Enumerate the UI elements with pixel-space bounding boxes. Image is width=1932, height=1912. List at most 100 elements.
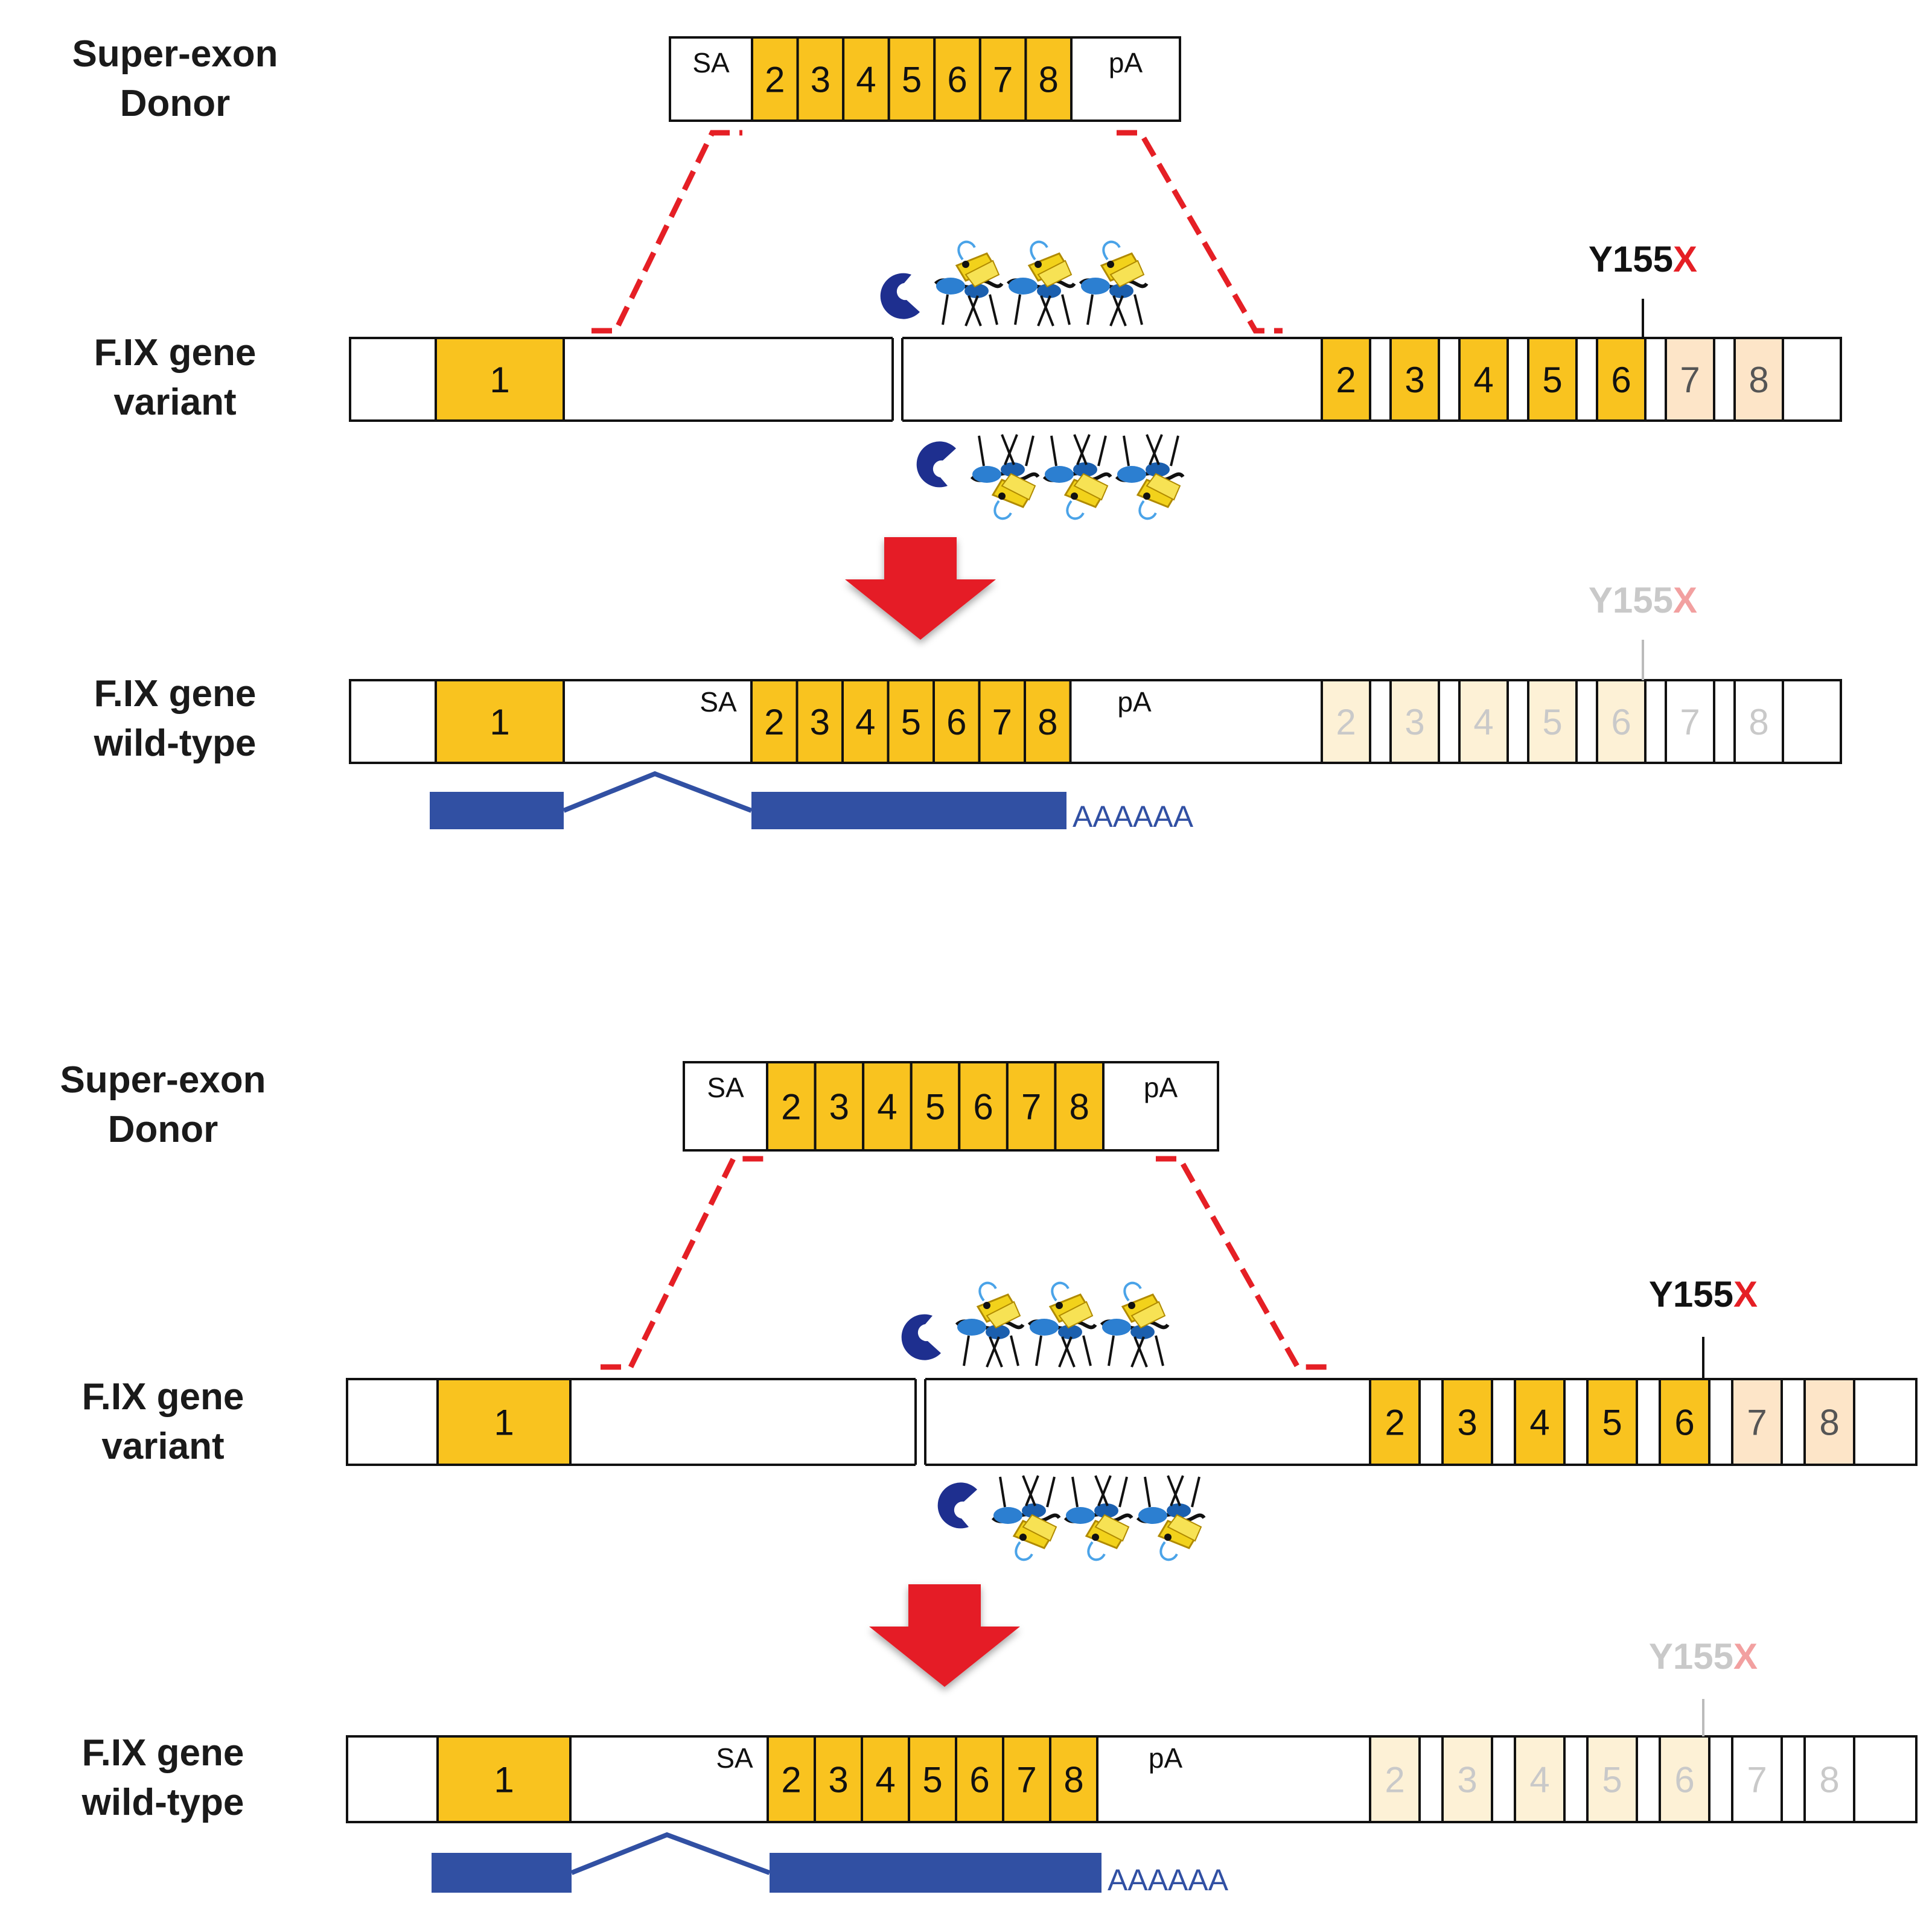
- inserted-exon-4-label: 4: [855, 702, 875, 742]
- inserted-exon-6-label: 6: [969, 1760, 989, 1800]
- inserted-exon-8: [1024, 679, 1072, 764]
- repeat-helix: [1117, 466, 1146, 483]
- repeat-leg: [1001, 434, 1015, 465]
- variant-exon-7-label: 7: [1680, 360, 1700, 400]
- nuclease-top: [880, 240, 1149, 327]
- repeat-helix: [1022, 1503, 1046, 1518]
- dsb-gap: [893, 334, 902, 424]
- repeat-leg: [1170, 435, 1179, 467]
- donor-exon-5-label: 5: [925, 1087, 945, 1127]
- repeat-loop: [1123, 1281, 1142, 1302]
- donor-exon-2: [766, 1061, 817, 1152]
- repeat-loop: [993, 500, 1012, 520]
- repeat-leg: [1061, 294, 1071, 325]
- faded-mutation-suffix: X: [1673, 580, 1697, 620]
- repeat-dot: [1035, 261, 1042, 268]
- repeat-leg: [1144, 1476, 1151, 1508]
- transcript-intron: [570, 1832, 771, 1875]
- donor-pa-label: pA: [1109, 47, 1143, 78]
- inserted-exon-6: [955, 1735, 1004, 1823]
- wildtype-faded-exon-5-label: 5: [1602, 1760, 1622, 1800]
- donor-exon-3-label: 3: [829, 1087, 849, 1127]
- repeat-leg: [1133, 294, 1143, 325]
- wildtype-faded-exon-8-label: 8: [1819, 1760, 1839, 1800]
- repeat-dot: [998, 492, 1006, 500]
- inserted-exon-7: [1002, 1735, 1051, 1823]
- wildtype-faded-exon-7-label: 7: [1680, 702, 1700, 742]
- repeat-leg: [1071, 1476, 1079, 1508]
- wildtype-faded-exon-4-label: 4: [1473, 702, 1493, 742]
- repeat-leg: [1097, 1475, 1112, 1506]
- donor-exon-5: [910, 1061, 961, 1152]
- inserted-exon-8-label: 8: [1063, 1760, 1083, 1800]
- wildtype-faded-exon-2-label: 2: [1385, 1760, 1404, 1800]
- repeat-leg: [1037, 295, 1051, 327]
- repeat-helix: [986, 1325, 1010, 1339]
- repeat-leg: [1167, 1475, 1181, 1506]
- repeat-helix: [1037, 284, 1061, 298]
- mutation-prefix: Y155: [1649, 1274, 1733, 1314]
- tale-repeat-unit: [1027, 1281, 1097, 1368]
- donor-exon-2-label: 2: [781, 1087, 801, 1127]
- variant-exon-2: [1369, 1378, 1421, 1466]
- variant-exon-6: [1659, 1378, 1710, 1466]
- wildtype-faded-exon-8: [1733, 679, 1784, 764]
- variant-exon-1-label: 1: [489, 360, 509, 400]
- faded-mutation-label: Y155X: [1589, 580, 1697, 620]
- repeat-leg: [999, 1476, 1006, 1508]
- variant-exon-7: [1731, 1378, 1783, 1466]
- inserted-exon-2: [767, 1735, 816, 1823]
- tale-repeat-unit: [1136, 1475, 1206, 1561]
- nuclease-domain: [880, 273, 920, 319]
- repeat-leg: [1097, 435, 1107, 467]
- wildtype-faded-exon-2: [1369, 1735, 1421, 1823]
- inserted-exon-7-label: 7: [992, 702, 1012, 742]
- transcript-intron: [563, 771, 753, 813]
- inserted-exon-3-label: 3: [810, 702, 830, 742]
- repeat-leg: [1123, 435, 1130, 467]
- homology-arm-left: [591, 130, 742, 334]
- polya-tail: AAAAAA: [1073, 800, 1194, 833]
- donor-exon-8-label: 8: [1070, 1087, 1089, 1127]
- donor-exon-3: [814, 1061, 865, 1152]
- wildtype-faded-exon-5-label: 5: [1542, 702, 1562, 742]
- repeat-leg: [1040, 295, 1054, 327]
- mutation-label: Y155X: [1649, 1274, 1758, 1314]
- repeat-sheet: [1037, 260, 1073, 288]
- donor-exon-5: [887, 36, 936, 122]
- transcript-exons-2-8: [751, 792, 1066, 829]
- repeat-leg: [1010, 1335, 1019, 1366]
- repeat-dot: [1107, 261, 1114, 268]
- repeat-leg: [963, 1335, 970, 1366]
- donor-sa-label: SA: [707, 1072, 744, 1103]
- donor-exon-3-label: 3: [811, 60, 831, 100]
- repeat-sheet: [1001, 473, 1036, 501]
- repeat-loop: [978, 1281, 997, 1302]
- repeat-sheet: [1058, 1301, 1094, 1329]
- variant-exon-7-label: 7: [1747, 1403, 1767, 1443]
- repeat-dot: [1128, 1302, 1135, 1309]
- variant-exon-3-label: 3: [1404, 360, 1424, 400]
- inserted-exon-3: [814, 1735, 863, 1823]
- repeat-leg: [1130, 1336, 1145, 1368]
- mutation-label: Y155X: [1589, 239, 1697, 279]
- repeat-dot: [1092, 1534, 1099, 1541]
- faded-mutation-suffix: X: [1733, 1636, 1758, 1677]
- inserted-exon-5-label: 5: [922, 1760, 942, 1800]
- variant-exon-8-label: 8: [1819, 1403, 1839, 1443]
- repeat-loop: [1102, 240, 1121, 261]
- repeat-leg: [1022, 1475, 1036, 1506]
- repeat-helix: [1130, 1325, 1155, 1339]
- repeat-sheet: [1109, 260, 1145, 288]
- donor-exon-2-label: 2: [765, 60, 785, 100]
- wildtype-exon-1: [435, 679, 565, 764]
- repeat-sheet: [1130, 1301, 1166, 1329]
- variant-exon-2-label: 2: [1336, 360, 1356, 400]
- donor-pa-label: pA: [1144, 1072, 1178, 1103]
- repeat-helix: [936, 278, 965, 295]
- repeat-leg: [1109, 295, 1124, 327]
- homology-arm-right: [1117, 130, 1283, 334]
- repeat-leg: [1112, 295, 1127, 327]
- wildtype-exon-1-label: 1: [489, 702, 509, 742]
